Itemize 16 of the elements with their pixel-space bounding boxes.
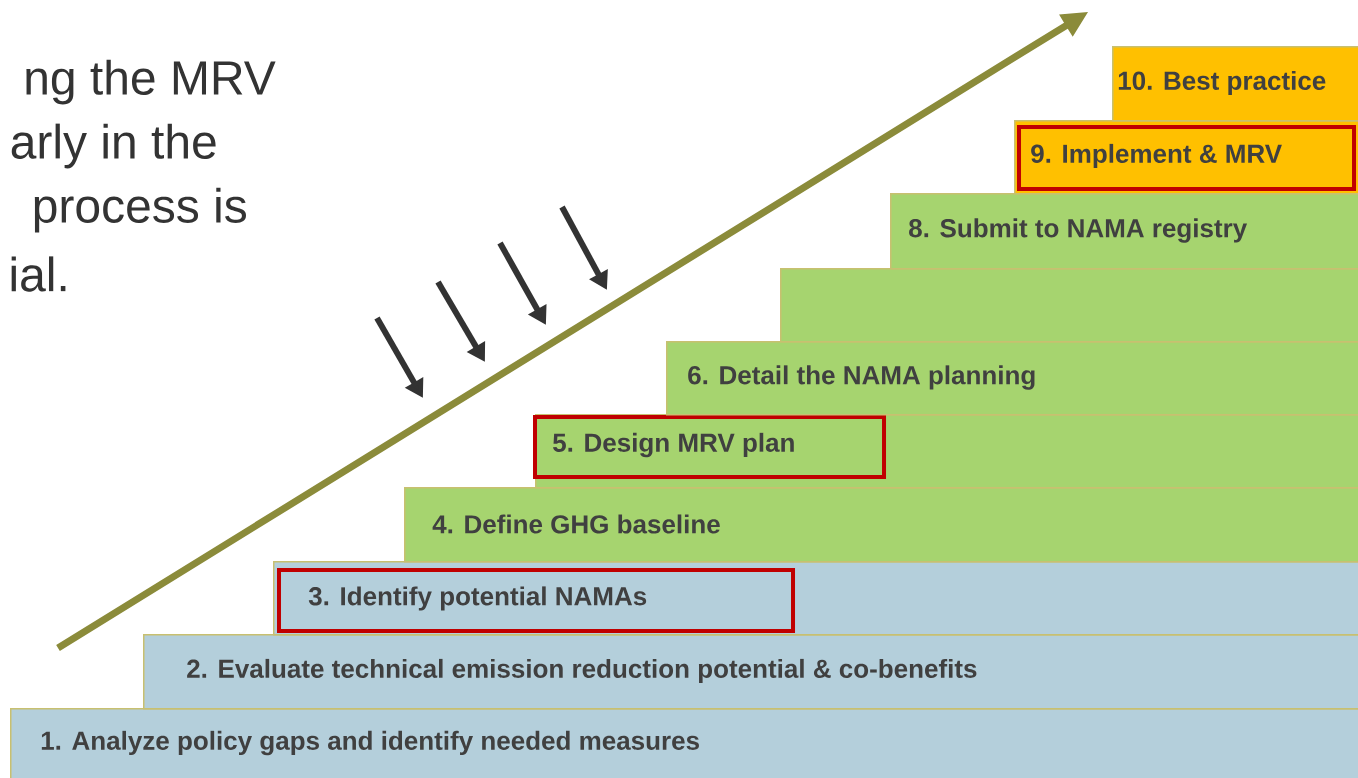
step-bar <box>535 414 1358 489</box>
step-bar <box>780 268 1358 343</box>
step-bar: 4. Define GHG baseline <box>404 487 1358 563</box>
statement-text: ial. <box>11 256 66 292</box>
step-bar: 6. Detail the NAMA planning <box>666 341 1358 416</box>
highlight-box: 3. Identify potential NAMAs <box>277 568 795 633</box>
step-bar: 2. Evaluate technical emission reduction potential & co-benefits <box>143 634 1358 710</box>
step-bar <box>273 561 1358 636</box>
step-bar: 8. Submit to NAMA registry <box>890 193 1358 270</box>
highlight-box: 5. Design MRV plan <box>533 415 886 479</box>
statement-text: process is <box>34 187 246 233</box>
step-bar: 1. Analyze policy gaps and identify needed measures <box>10 708 1358 778</box>
step-bar: 10. Best practice <box>1112 46 1358 122</box>
highlight-box: 9. Implement & MRV <box>1017 125 1356 191</box>
statement-text: ng the MRV <box>26 59 276 105</box>
statement-text: arly in the <box>11 123 216 169</box>
